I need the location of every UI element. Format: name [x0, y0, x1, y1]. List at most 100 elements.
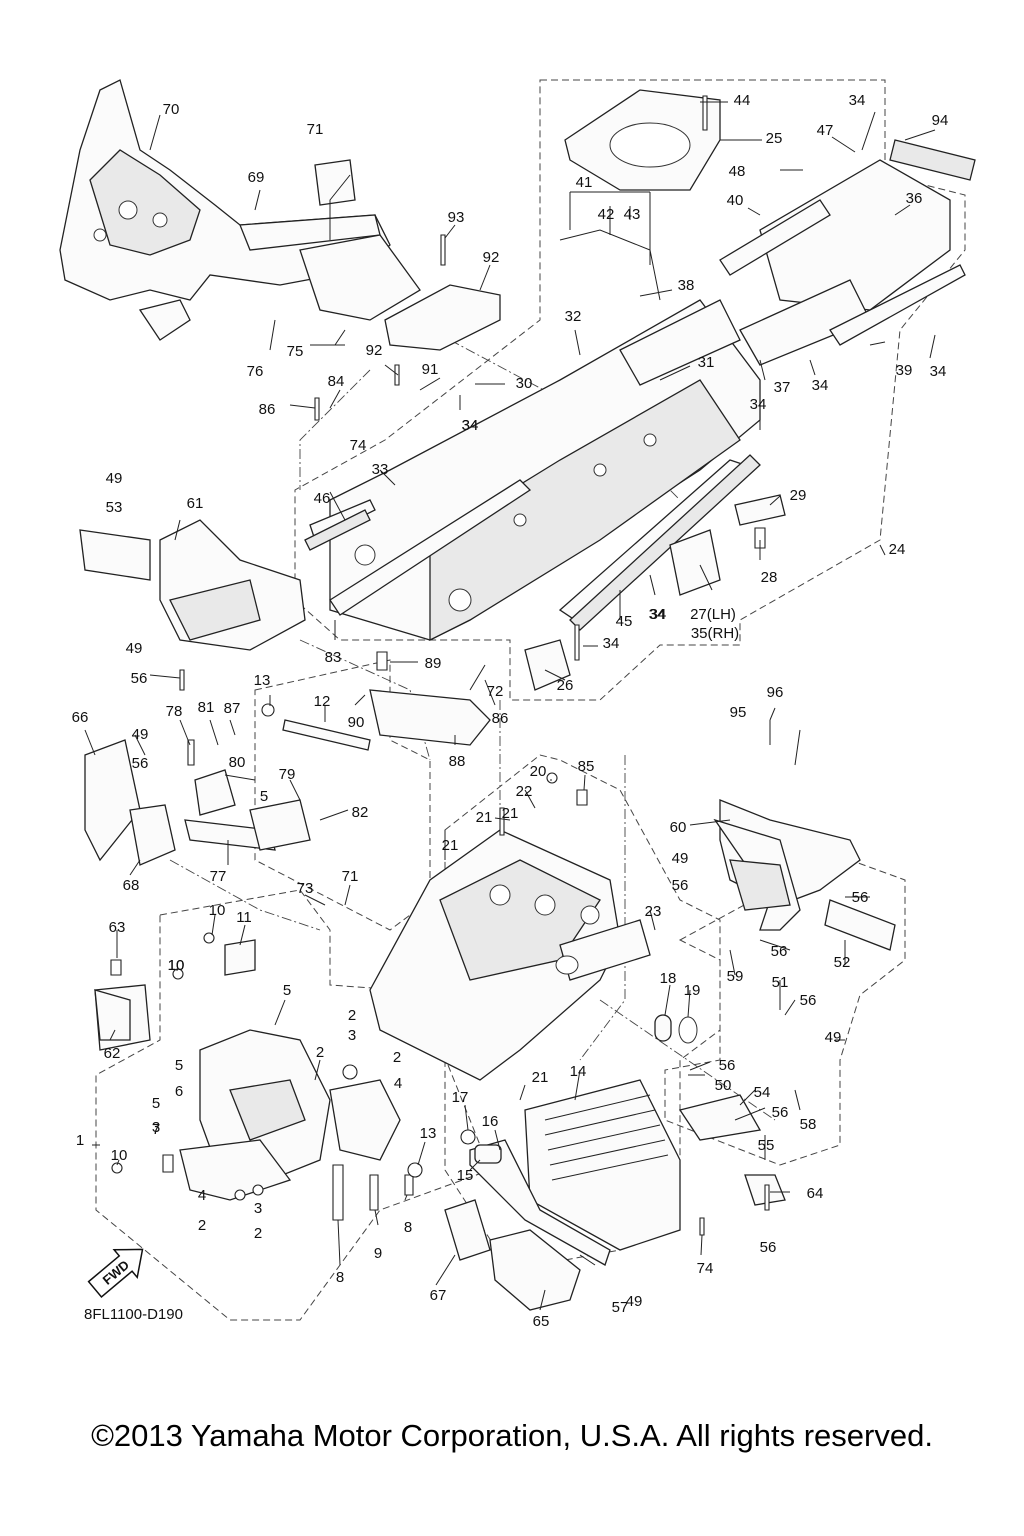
callout-number: 4	[198, 1187, 206, 1204]
circlip-19	[678, 1016, 698, 1044]
callout-number: 43	[624, 206, 641, 223]
callout-number: 56	[131, 670, 148, 687]
callout-number: 3	[152, 1119, 160, 1136]
callout-number: 34	[462, 417, 479, 434]
callout-number: 74	[697, 1260, 714, 1277]
callout-number: 34	[849, 92, 866, 109]
callout-number: 56	[771, 943, 788, 960]
bumper-group-boundary	[664, 859, 906, 1166]
callout-number: 10	[209, 902, 226, 919]
callout-number: 2	[393, 1049, 401, 1066]
callout-number: 49	[126, 640, 143, 657]
callout-number: 21	[476, 809, 493, 826]
callout-number: 10	[168, 957, 185, 974]
callout-number: 68	[123, 877, 140, 894]
callout-number: 34	[649, 606, 666, 623]
callout-number: 73	[297, 880, 314, 897]
callout-number: 91	[422, 361, 439, 378]
callout-number: 2	[198, 1217, 206, 1234]
callout-number: 85	[578, 758, 595, 775]
rear-bumper-59	[713, 799, 861, 931]
bracket-26	[524, 639, 571, 691]
callout-number: 29	[790, 487, 807, 504]
callout-number: 38	[678, 277, 695, 294]
callout-number: 74	[350, 437, 367, 454]
callout-number: 92	[366, 342, 383, 359]
steering-shaft-12	[282, 719, 371, 751]
callout-number: 48	[729, 163, 746, 180]
group-leader-line	[579, 755, 626, 1061]
callout-number: 45	[616, 613, 633, 630]
callout-number: 96	[767, 684, 784, 701]
callout-number: 56	[132, 755, 149, 772]
callout-number: 1	[76, 1132, 84, 1149]
callout-number: 8	[404, 1219, 412, 1236]
callout-number: 30	[516, 375, 533, 392]
callout-number: 41	[576, 174, 593, 191]
callout-number: 79	[279, 766, 296, 783]
heat-exchanger-14	[469, 1079, 681, 1266]
callout-number: 10	[111, 1147, 128, 1164]
callout-number: 77	[210, 868, 227, 885]
rear-frame	[309, 299, 761, 642]
callout-number: 13	[254, 672, 271, 689]
bearing-18	[654, 1014, 672, 1042]
callout-number: 42	[598, 206, 615, 223]
callout-number: 36	[906, 190, 923, 207]
callout-number: 31	[698, 354, 715, 371]
callout-number: 21	[502, 805, 519, 822]
callout-number: 56	[800, 992, 817, 1009]
callout-number: 49	[672, 850, 689, 867]
callout-number: 71	[342, 868, 359, 885]
exploded-parts-diagram: FWD 122222333445555678891010101011121313…	[59, 79, 976, 1330]
callout-number: 50	[715, 1077, 732, 1094]
callout-number: 2	[254, 1225, 262, 1242]
footrest-plate-87	[369, 689, 491, 746]
callout-number: 55	[758, 1137, 775, 1154]
copyright-notice: ©2013 Yamaha Motor Corporation, U.S.A. A…	[91, 1418, 933, 1453]
callout-number: 27(LH)	[690, 606, 736, 623]
callout-number: 16	[482, 1113, 499, 1130]
callout-number: 81	[198, 699, 215, 716]
callout-number: 24	[889, 541, 906, 558]
callout-number: 60	[670, 819, 687, 836]
callout-number: 82	[352, 804, 369, 821]
callout-number: 19	[684, 982, 701, 999]
callout-number: 6	[175, 1083, 183, 1100]
callout-number: 9	[374, 1245, 382, 1262]
bracket-78	[249, 799, 311, 851]
callout-number: 90	[348, 714, 365, 731]
callout-number: 33	[372, 461, 389, 478]
callout-number: 71	[307, 121, 324, 138]
callout-number: 5	[175, 1057, 183, 1074]
callout-number: 75	[287, 343, 304, 360]
bracket-79	[194, 769, 236, 816]
callout-number: 87	[224, 700, 241, 717]
main-frame-group-boundary	[95, 889, 491, 1321]
callout-number: 70	[163, 101, 180, 118]
bracket-27	[669, 529, 721, 596]
callout-number: 95	[730, 704, 747, 721]
callout-number: 14	[570, 1063, 587, 1080]
engine-cradle	[369, 829, 651, 1081]
callout-number: 4	[394, 1075, 402, 1092]
callout-number: 53	[106, 499, 123, 516]
callout-number: 49	[626, 1293, 643, 1310]
plate-91	[384, 284, 501, 351]
callout-number: 10	[168, 957, 185, 974]
group-leader-line	[299, 369, 371, 490]
callout-number: 21	[442, 837, 459, 854]
callout-number: 56	[760, 1239, 777, 1256]
callout-number: 40	[727, 192, 744, 209]
callout-number: 26	[557, 677, 574, 694]
callout-number: 63	[109, 919, 126, 936]
callout-number: 64	[807, 1185, 824, 1202]
rear-brace-rod	[559, 229, 661, 301]
callout-number: 28	[761, 569, 778, 586]
callout-number: 93	[448, 209, 465, 226]
callout-number: 49	[825, 1029, 842, 1046]
callout-number: 11	[236, 909, 252, 926]
callout-number: 20	[530, 763, 547, 780]
callout-number: 56	[772, 1104, 789, 1121]
callout-number: 17	[452, 1089, 469, 1106]
